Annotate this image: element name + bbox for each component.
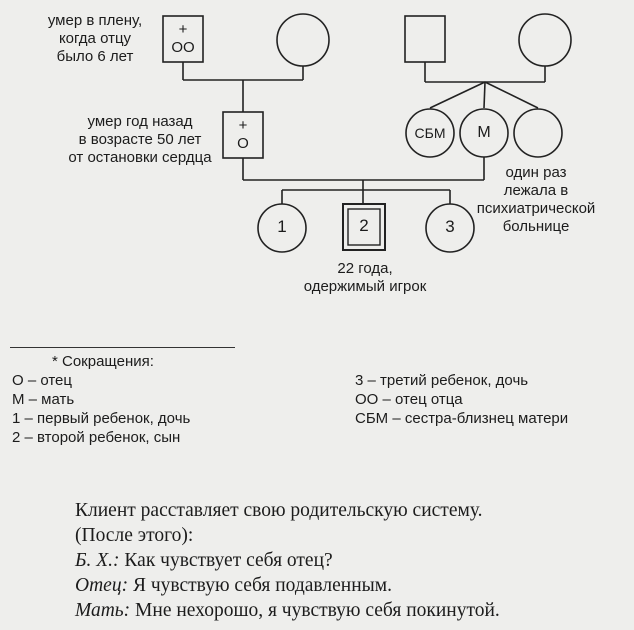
speaker: Б. Х.: [75,550,120,571]
child2-label: 2 [359,216,369,235]
maternal-grandmother-circle [518,13,572,67]
abbreviation-item: 3 – третий ребенок, дочь [355,372,529,389]
mother-twin-circle [405,108,455,158]
father-symbol-label: О [237,135,249,152]
mother-label: М [477,124,491,141]
text-line: (После этого): [75,525,194,546]
maternal-grandfather-square [404,15,446,63]
dialogue-line: Мать: Мне нехорошо, я чувствую себя поки… [75,598,500,623]
utterance: Мне нехорошо, я чувствую себя покинутой. [130,600,500,621]
twins-branch-right [483,81,486,109]
twins-branch-left [429,81,486,109]
abbreviation-item: 1 – первый ребенок, дочь [12,410,191,427]
father-note: умер год назад в возрасте 50 лет от оста… [68,113,212,166]
abbreviations-left: О – отец М – мать 1 – первый ребенок, до… [12,371,190,447]
utterance: Как чувствует себя отец? [119,550,333,571]
child2-note: 22 года, одержимый игрок [303,260,427,295]
abbreviation-item: СБМ – сестра-близнец матери [355,410,569,427]
abbreviation-item: О – отец [12,372,72,389]
text-line: Клиент расставляет свою родительскую сис… [75,500,483,521]
footnote-rule [10,347,235,348]
third-daughter-branch [484,81,539,109]
abbreviation-item: М – мать [12,391,75,408]
child1-label: 1 [277,217,287,236]
dialogue-line: Отец: Я чувствую себя подавленным. [75,573,500,598]
body-text: Клиент расставляет свою родительскую сис… [75,498,500,623]
utterance: Я чувствую себя подавленным. [128,575,392,596]
speaker: Мать: [75,600,131,621]
child1-circle [257,203,307,253]
speaker: Отец: [75,575,129,596]
genogram-diagram [162,13,572,253]
grandfather-note: умер в плену, когда отцу было 6 лет [47,12,143,65]
abbreviations-title: * Сокращения: [52,353,154,370]
abbreviation-item: ОО – отец отца [355,391,463,408]
maternal-aunt-circle [513,108,563,158]
paternal-grandmother-circle [276,13,330,67]
child2-square-inner [347,208,381,246]
grandfather-symbol-label: ОО [171,39,195,56]
child3-circle [425,203,475,253]
mother-twin-label: СБМ [414,125,446,141]
mother-note: один раз лежала в психиатрической больни… [476,164,596,235]
father-deceased-mark: + [238,117,248,134]
dialogue-line: Б. Х.: Как чувствует себя отец? [75,548,500,573]
child3-label: 3 [445,217,455,236]
abbreviation-item: 2 – второй ребенок, сын [12,429,181,446]
abbreviations-right: 3 – третий ребенок, дочь ОО – отец отца … [355,371,568,428]
child2-square-outer [342,203,386,251]
grandfather-deceased-mark: + [178,21,188,38]
